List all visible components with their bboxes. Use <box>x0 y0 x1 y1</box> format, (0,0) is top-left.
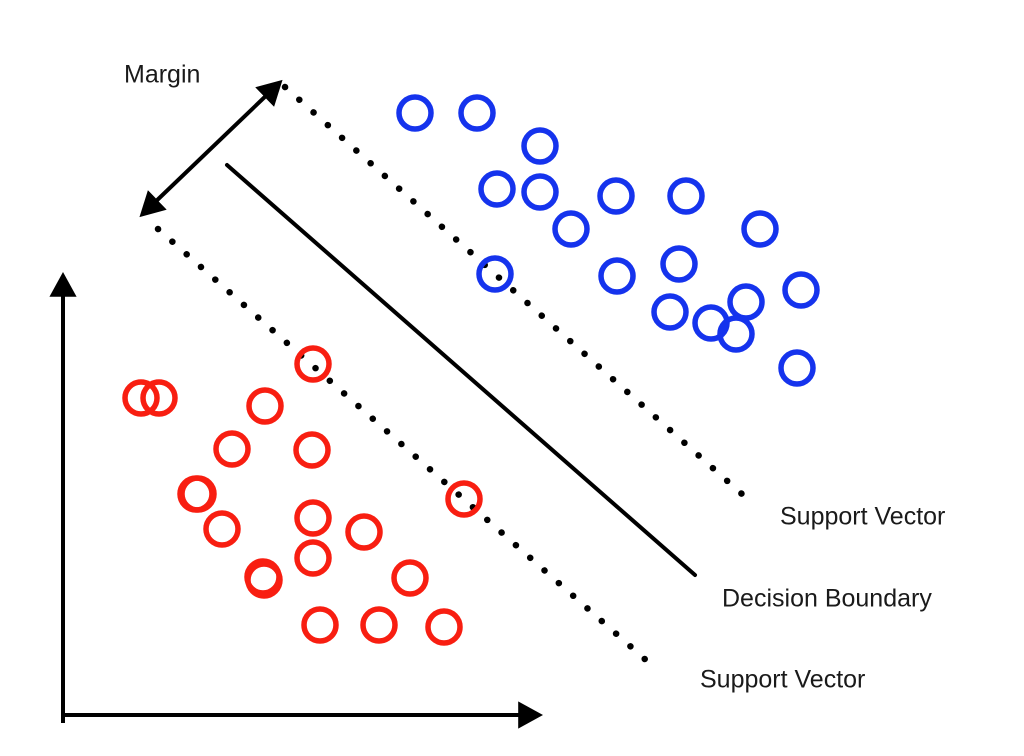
data-point <box>741 210 779 248</box>
data-point <box>293 431 331 469</box>
data-point <box>245 561 283 599</box>
support-vector-lower-label: Support Vector <box>700 666 865 694</box>
support-vector-point <box>294 345 332 383</box>
data-point <box>660 245 698 283</box>
support-vector-upper-line <box>281 83 756 507</box>
data-point <box>597 177 635 215</box>
support-vector-upper-label: Support Vector <box>780 503 945 531</box>
data-point <box>521 173 559 211</box>
data-point <box>396 94 434 132</box>
data-point <box>140 379 178 417</box>
data-point <box>213 430 251 468</box>
data-point <box>458 94 496 132</box>
data-point <box>667 177 705 215</box>
data-point <box>425 608 463 646</box>
data-point <box>478 170 516 208</box>
axes <box>49 272 543 729</box>
data-point <box>717 315 755 353</box>
data-point <box>301 606 339 644</box>
decision-boundary-line <box>225 163 697 577</box>
data-point <box>727 283 765 321</box>
data-point <box>294 539 332 577</box>
decision-boundary-label: Decision Boundary <box>722 585 932 613</box>
data-point <box>651 293 689 331</box>
data-point <box>552 210 590 248</box>
data-point <box>177 475 215 513</box>
margin-label: Margin <box>124 61 200 89</box>
data-point <box>246 387 284 425</box>
support-vector-lower-line <box>154 225 651 665</box>
support-vector-point <box>445 480 483 518</box>
data-point <box>203 510 241 548</box>
data-point <box>294 499 332 537</box>
data-point <box>782 271 820 309</box>
support-vector-point <box>476 255 514 293</box>
data-point <box>521 127 559 165</box>
data-point <box>345 513 383 551</box>
data-point <box>391 559 429 597</box>
data-point <box>360 606 398 644</box>
data-point <box>122 379 160 417</box>
data-point <box>598 257 636 295</box>
margin-lines <box>154 83 756 665</box>
class-a-points <box>396 94 820 387</box>
margin-arrow <box>139 79 283 218</box>
data-point <box>778 349 816 387</box>
class-b-points <box>122 345 483 646</box>
